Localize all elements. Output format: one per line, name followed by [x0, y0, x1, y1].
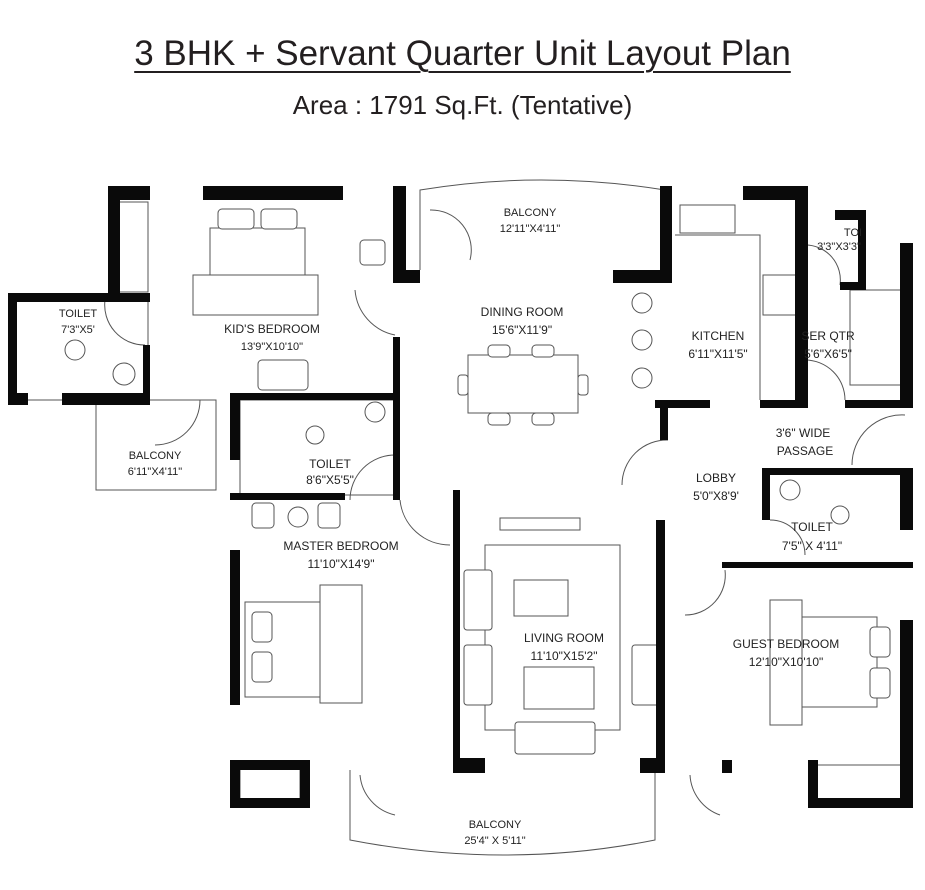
kids-bed-bench	[192, 274, 319, 316]
master-bedroom-size: 11'10"X14'9"	[308, 557, 375, 571]
furniture	[64, 201, 903, 801]
washbasin	[112, 362, 136, 386]
washbasin	[364, 401, 386, 423]
lobby-toilet-label: TOILET	[791, 520, 833, 534]
page-title: 3 BHK + Servant Quarter Unit Layout Plan	[0, 34, 925, 74]
door-swing	[804, 359, 846, 401]
walls	[8, 186, 913, 808]
door-swing	[104, 299, 146, 346]
lobby-size: 5'0"X8'9'	[693, 489, 739, 503]
servant-toilet-label: TOI	[844, 227, 862, 239]
guest-bedroom-size: 12'10"X10'10"	[749, 655, 824, 669]
wc	[64, 339, 86, 361]
servant-quarter-size: 5'6"X6'5"	[804, 347, 852, 361]
master-toilet-label: TOILET	[309, 457, 351, 471]
guest-bed-bench	[769, 599, 803, 726]
lobby-toilet-size: 7'5" X 4'11"	[782, 539, 842, 553]
door-swing	[359, 774, 396, 816]
room-labels: KID'S BEDROOM 13'9"X10'10" TOILET 7'3"X5…	[59, 207, 862, 847]
dining-room-label: DINING ROOM	[481, 305, 564, 319]
kitchen-sink	[679, 204, 736, 234]
coffee-table	[513, 579, 569, 617]
kids-toilet-label: TOILET	[59, 308, 98, 320]
passage-sublabel: PASSAGE	[777, 444, 833, 458]
door-swing	[621, 439, 669, 486]
lobby-label: LOBBY	[696, 471, 736, 485]
bottom-balcony-outline	[349, 770, 656, 856]
kitchen-counter	[675, 234, 761, 400]
master-toilet-size: 8'6"X5'5"	[306, 473, 354, 487]
kitchen-stove	[762, 274, 797, 316]
kids-balcony-size: 6'11"X4'11"	[128, 466, 183, 478]
kids-chair	[257, 359, 309, 391]
door-swing	[769, 519, 806, 556]
guest-wardrobe	[816, 764, 903, 801]
servant-quarter-label: SER QTR	[801, 329, 855, 343]
bottom-balcony-size: 25'4" X 5'11"	[464, 835, 525, 847]
kids-bedroom-label: KID'S BEDROOM	[224, 322, 320, 336]
outlines	[13, 179, 906, 856]
title-text: 3 BHK + Servant Quarter Unit Layout Plan	[134, 34, 791, 73]
area-subtitle: Area : 1791 Sq.Ft. (Tentative)	[292, 90, 633, 120]
servant-bed	[849, 289, 903, 386]
door-swing	[154, 399, 201, 446]
sofa-right	[631, 644, 661, 706]
living-room-size: 11'10"X15'2"	[531, 649, 598, 663]
kitchen-size: 6'11"X11'5"	[688, 347, 747, 361]
door-swing	[349, 454, 396, 501]
sofa-bottom	[514, 721, 596, 755]
servant-toilet-size: 3'3"X3'3"	[817, 241, 861, 253]
top-balcony-label: BALCONY	[504, 207, 557, 219]
top-balcony-size: 12'11"X4'11"	[500, 223, 561, 235]
master-bedroom-label: MASTER BEDROOM	[283, 539, 398, 553]
dining-room-size: 15'6"X11'9"	[492, 323, 552, 337]
dining-chairs	[457, 344, 589, 426]
sofa-left	[463, 569, 493, 631]
door-swing	[689, 774, 721, 816]
wc	[830, 505, 850, 525]
dining-table	[467, 354, 579, 414]
master-wardrobe	[239, 764, 301, 801]
master-bed-bench	[319, 584, 363, 704]
center-table	[523, 666, 595, 710]
door-swing	[804, 244, 841, 286]
guest-bedroom-label: GUEST BEDROOM	[733, 637, 839, 651]
door-swing	[399, 499, 451, 546]
kitchen-label: KITCHEN	[692, 329, 745, 343]
wc	[305, 425, 325, 445]
kids-wardrobe	[117, 201, 149, 293]
kids-balcony-label: BALCONY	[129, 450, 182, 462]
bottom-balcony-label: BALCONY	[469, 819, 522, 831]
door-swing	[851, 414, 906, 466]
passage-label: 3'6" WIDE	[776, 426, 831, 440]
door-swing	[684, 569, 726, 616]
kids-bedroom-size: 13'9"X10'10"	[241, 341, 303, 353]
study-chair	[359, 239, 386, 266]
door-swing	[429, 209, 472, 261]
door-swing	[354, 289, 396, 336]
living-room-label: LIVING ROOM	[524, 631, 604, 645]
washbasin	[779, 479, 801, 501]
kids-balcony-outline	[95, 399, 217, 491]
top-balcony-outline	[419, 179, 666, 270]
kids-toilet-size: 7'3"X5'	[61, 324, 95, 336]
